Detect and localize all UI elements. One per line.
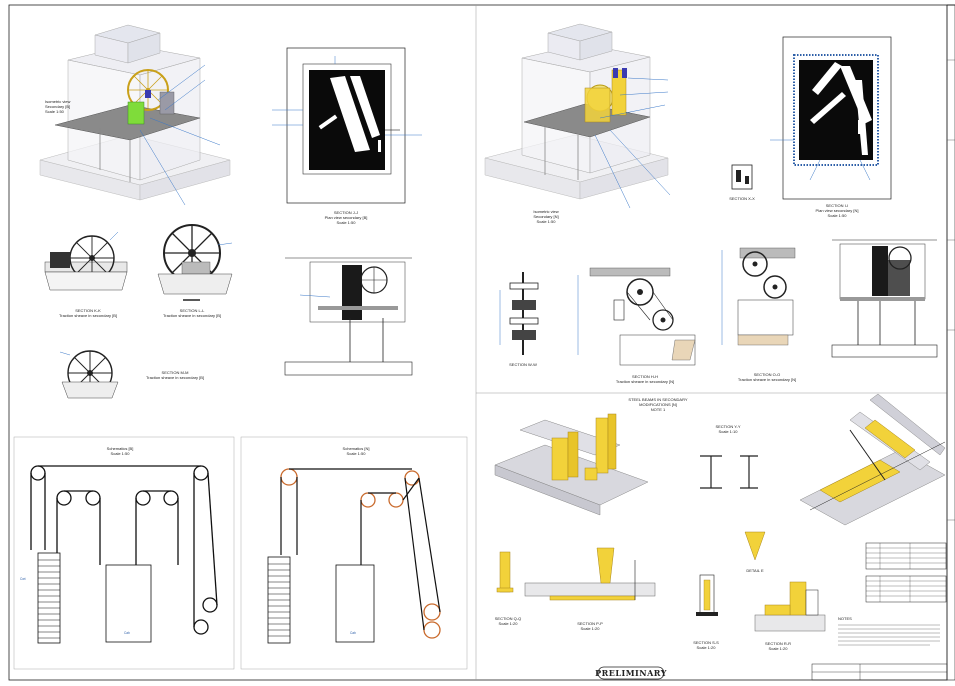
sec-xx-caption: SECTION X-X	[729, 196, 755, 201]
sec-yy-caption-1: SECTION Y-Y	[715, 424, 740, 429]
schematics-n: Schematics [N] Scale 1:50	[240, 436, 468, 670]
section-hh: SECTION H-H Traction sheave in secondary…	[577, 267, 696, 384]
notes-heading: NOTES	[838, 616, 852, 621]
sec-ww-caption: SECTION W-W	[509, 362, 537, 367]
sec-hh-caption-2: Traction sheave in secondary [N]	[616, 379, 674, 384]
sec-rr-caption-2: Scale 1:20	[769, 646, 789, 651]
sec-pp-caption-1: SECTION P-P	[577, 621, 603, 626]
sec-hh-caption-1: SECTION H-H	[632, 374, 658, 379]
iso-b-caption-3: Scale 1:50	[45, 109, 65, 114]
sec-ii-caption-2: Plan view secondary [N]	[816, 208, 859, 213]
elevation-b	[284, 257, 413, 376]
sec-jj-caption-2: Plan view secondary [B]	[325, 215, 368, 220]
sec-ll-caption-1: SECTION L-L	[180, 308, 205, 313]
iso-n-caption-3: Scale 1:50	[537, 219, 557, 224]
iso-n-caption-2: Secondary [N]	[533, 214, 558, 219]
section-mm: SECTION M-M Traction sheave in secondary…	[59, 350, 204, 399]
schem-b-caption-1: Schematics [B]	[107, 446, 134, 451]
schematics-b: Schematics [B] Scale 1:50	[13, 436, 235, 670]
section-ww: SECTION W-W	[499, 272, 539, 367]
elevation-n	[831, 239, 938, 358]
sec-ii-caption-1: SECTION I-I	[826, 203, 848, 208]
steel-caption-3: NOTE 1	[651, 407, 666, 412]
sec-kk-caption-2: Traction sheave in secondary [B]	[59, 313, 117, 318]
schem-n-cab-label: Cab	[350, 631, 356, 635]
sec-yy-caption-2: Scale 1:10	[719, 429, 739, 434]
sec-qq-caption-2: Scale 1:20	[499, 621, 519, 626]
iso-b-caption-2: Secondary [B]	[45, 104, 70, 109]
schem-b-cwt-label: Cwt	[20, 577, 26, 581]
title-block	[811, 4, 955, 681]
steel-caption-2: MODIFICATIONS [N]	[639, 402, 677, 407]
iso-n-caption-1: Isometric view	[533, 209, 558, 214]
sec-jj-caption-1: SECTION J-J	[334, 210, 358, 215]
steel-beams-panel: STEEL BEAMS IN SECONDARY MODIFICATIONS […	[494, 393, 947, 651]
schem-b-caption-2: Scale 1:50	[111, 451, 131, 456]
sec-ss-caption-1: SECTION S-S	[693, 640, 719, 645]
sec-qq-caption-1: SECTION Q-Q	[495, 616, 521, 621]
sec-pp-caption-2: Scale 1:20	[581, 626, 601, 631]
sec-mm-caption-2: Traction sheave in secondary [B]	[146, 375, 204, 380]
sec-jj-caption-3: Scale 1:50	[337, 220, 357, 225]
sec-oo-caption-1: SECTION O-O	[754, 372, 780, 377]
sec-ll-caption-2: Traction sheave in secondary [B]	[163, 313, 221, 318]
schem-b-cab-label: Cab	[124, 631, 130, 635]
sec-rr-caption-1: SECTION R-R	[765, 641, 791, 646]
section-xx: SECTION X-X	[729, 164, 755, 201]
schem-n-caption-1: Schematics [N]	[343, 446, 370, 451]
isometric-view-n: Isometric view Secondary [N] Scale 1:50	[484, 23, 671, 224]
sec-ss-caption-2: Scale 1:20	[697, 645, 717, 650]
iso-b-caption-1: Isometric view	[45, 99, 70, 104]
sec-mm-caption-1: SECTION M-M	[162, 370, 189, 375]
section-oo: SECTION O-O Traction sheave in secondary…	[721, 247, 796, 382]
schem-n-caption-2: Scale 1:50	[347, 451, 367, 456]
section-ll: SECTION L-L Traction sheave in secondary…	[157, 224, 233, 318]
sec-oo-caption-2: Traction sheave in secondary [N]	[738, 377, 796, 382]
detail-e-caption: DETAIL E	[746, 568, 764, 573]
sec-ii-caption-3: Scale 1:50	[828, 213, 848, 218]
steel-caption-1: STEEL BEAMS IN SECONDARY	[628, 397, 687, 402]
section-ii-plan-n: SECTION I-I Plan view secondary [N] Scal…	[770, 36, 892, 218]
isometric-view-b: Isometric view Secondary [B] Scale 1:50	[39, 24, 231, 206]
preliminary-stamp-text: PRELIMINARY	[595, 668, 667, 678]
preliminary-stamp: PRELIMINARY	[595, 666, 667, 680]
sec-kk-caption-1: SECTION K-K	[75, 308, 101, 313]
section-jj-plan-b: SECTION J-J Plan view secondary [B] Scal…	[272, 47, 422, 225]
section-kk: SECTION K-K Traction sheave in secondary…	[44, 231, 128, 318]
